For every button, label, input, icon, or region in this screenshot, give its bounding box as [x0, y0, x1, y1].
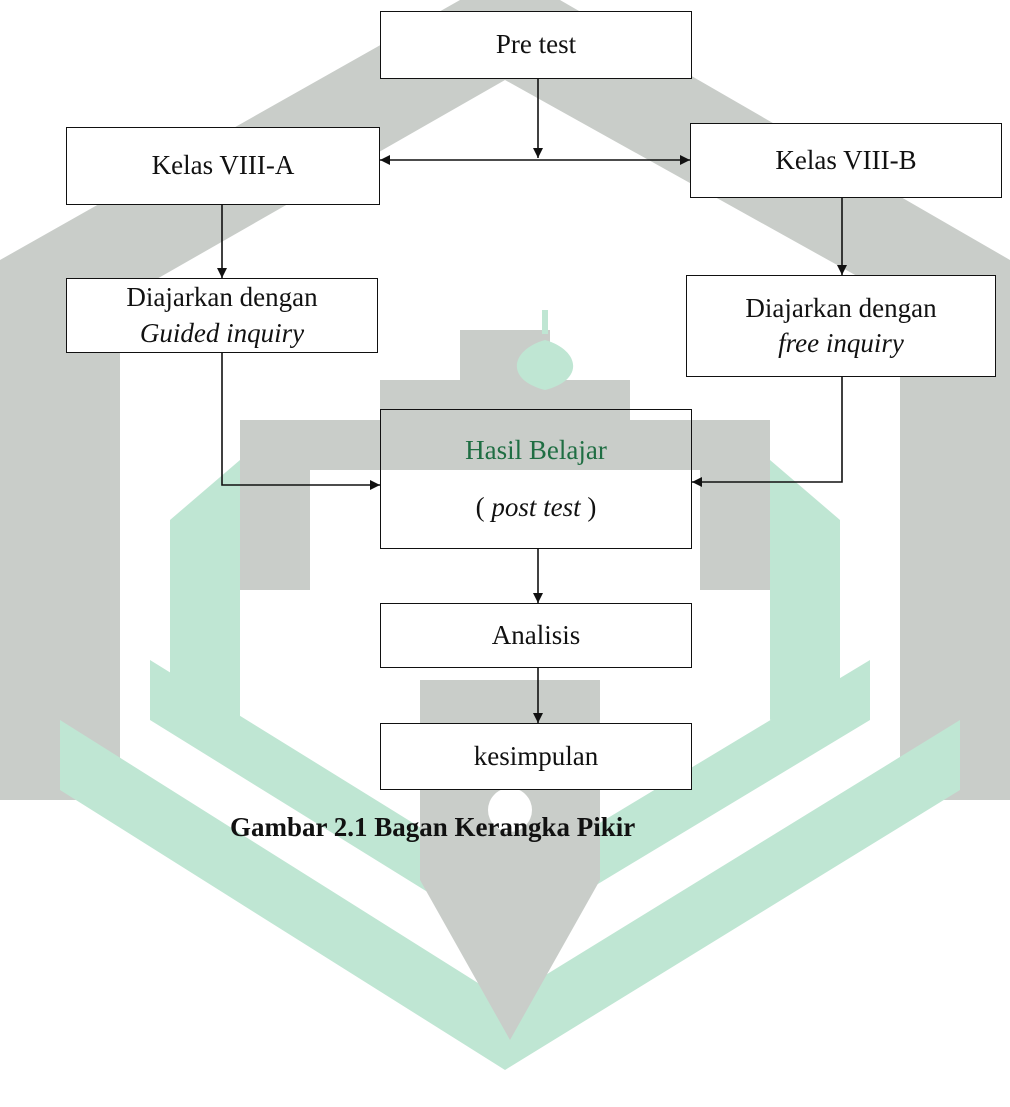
- watermark-left-column: [170, 460, 240, 720]
- node-analisis-label: Analisis: [491, 619, 581, 650]
- figure-caption: Gambar 2.1 Bagan Kerangka Pikir: [230, 812, 636, 842]
- node-method-b-line1: Diajarkan dengan: [745, 292, 937, 323]
- node-method-a-line1: Diajarkan dengan: [126, 282, 318, 313]
- node-method-free-inquiry: Diajarkan dengan free inquiry: [686, 275, 996, 377]
- node-kesimpulan: kesimpulan: [380, 723, 692, 790]
- node-hasil-belajar: Hasil Belajar ( post test ): [380, 409, 692, 549]
- node-hasil-line2: ( post test ): [476, 490, 597, 525]
- watermark-right-column: [770, 460, 840, 720]
- node-hasil-line1: Hasil Belajar: [465, 434, 607, 465]
- node-hasil-post-test: post test: [491, 492, 581, 522]
- node-hasil-close-paren: ): [580, 492, 597, 522]
- watermark-inner-frame: [240, 330, 770, 590]
- node-kelas-viii-b: Kelas VIII-B: [690, 123, 1002, 198]
- node-analisis: Analisis: [380, 603, 692, 668]
- node-method-a-line2: Guided inquiry: [139, 317, 305, 348]
- watermark-pen-hole: [488, 788, 532, 832]
- node-method-b-line2: free inquiry: [778, 328, 904, 358]
- node-method-guided-inquiry: Diajarkan dengan Guided inquiry: [66, 278, 378, 353]
- node-pre-test-label: Pre test: [495, 29, 577, 60]
- node-kelas-viii-b-label: Kelas VIII-B: [775, 144, 917, 175]
- watermark-spire: [542, 310, 548, 334]
- watermark-dome: [516, 318, 574, 390]
- node-kesimpulan-label: kesimpulan: [473, 740, 599, 771]
- node-pre-test: Pre test: [380, 11, 692, 79]
- node-hasil-open-paren: (: [475, 492, 492, 522]
- node-kelas-viii-a: Kelas VIII-A: [66, 127, 380, 205]
- node-kelas-viii-a-label: Kelas VIII-A: [151, 150, 295, 181]
